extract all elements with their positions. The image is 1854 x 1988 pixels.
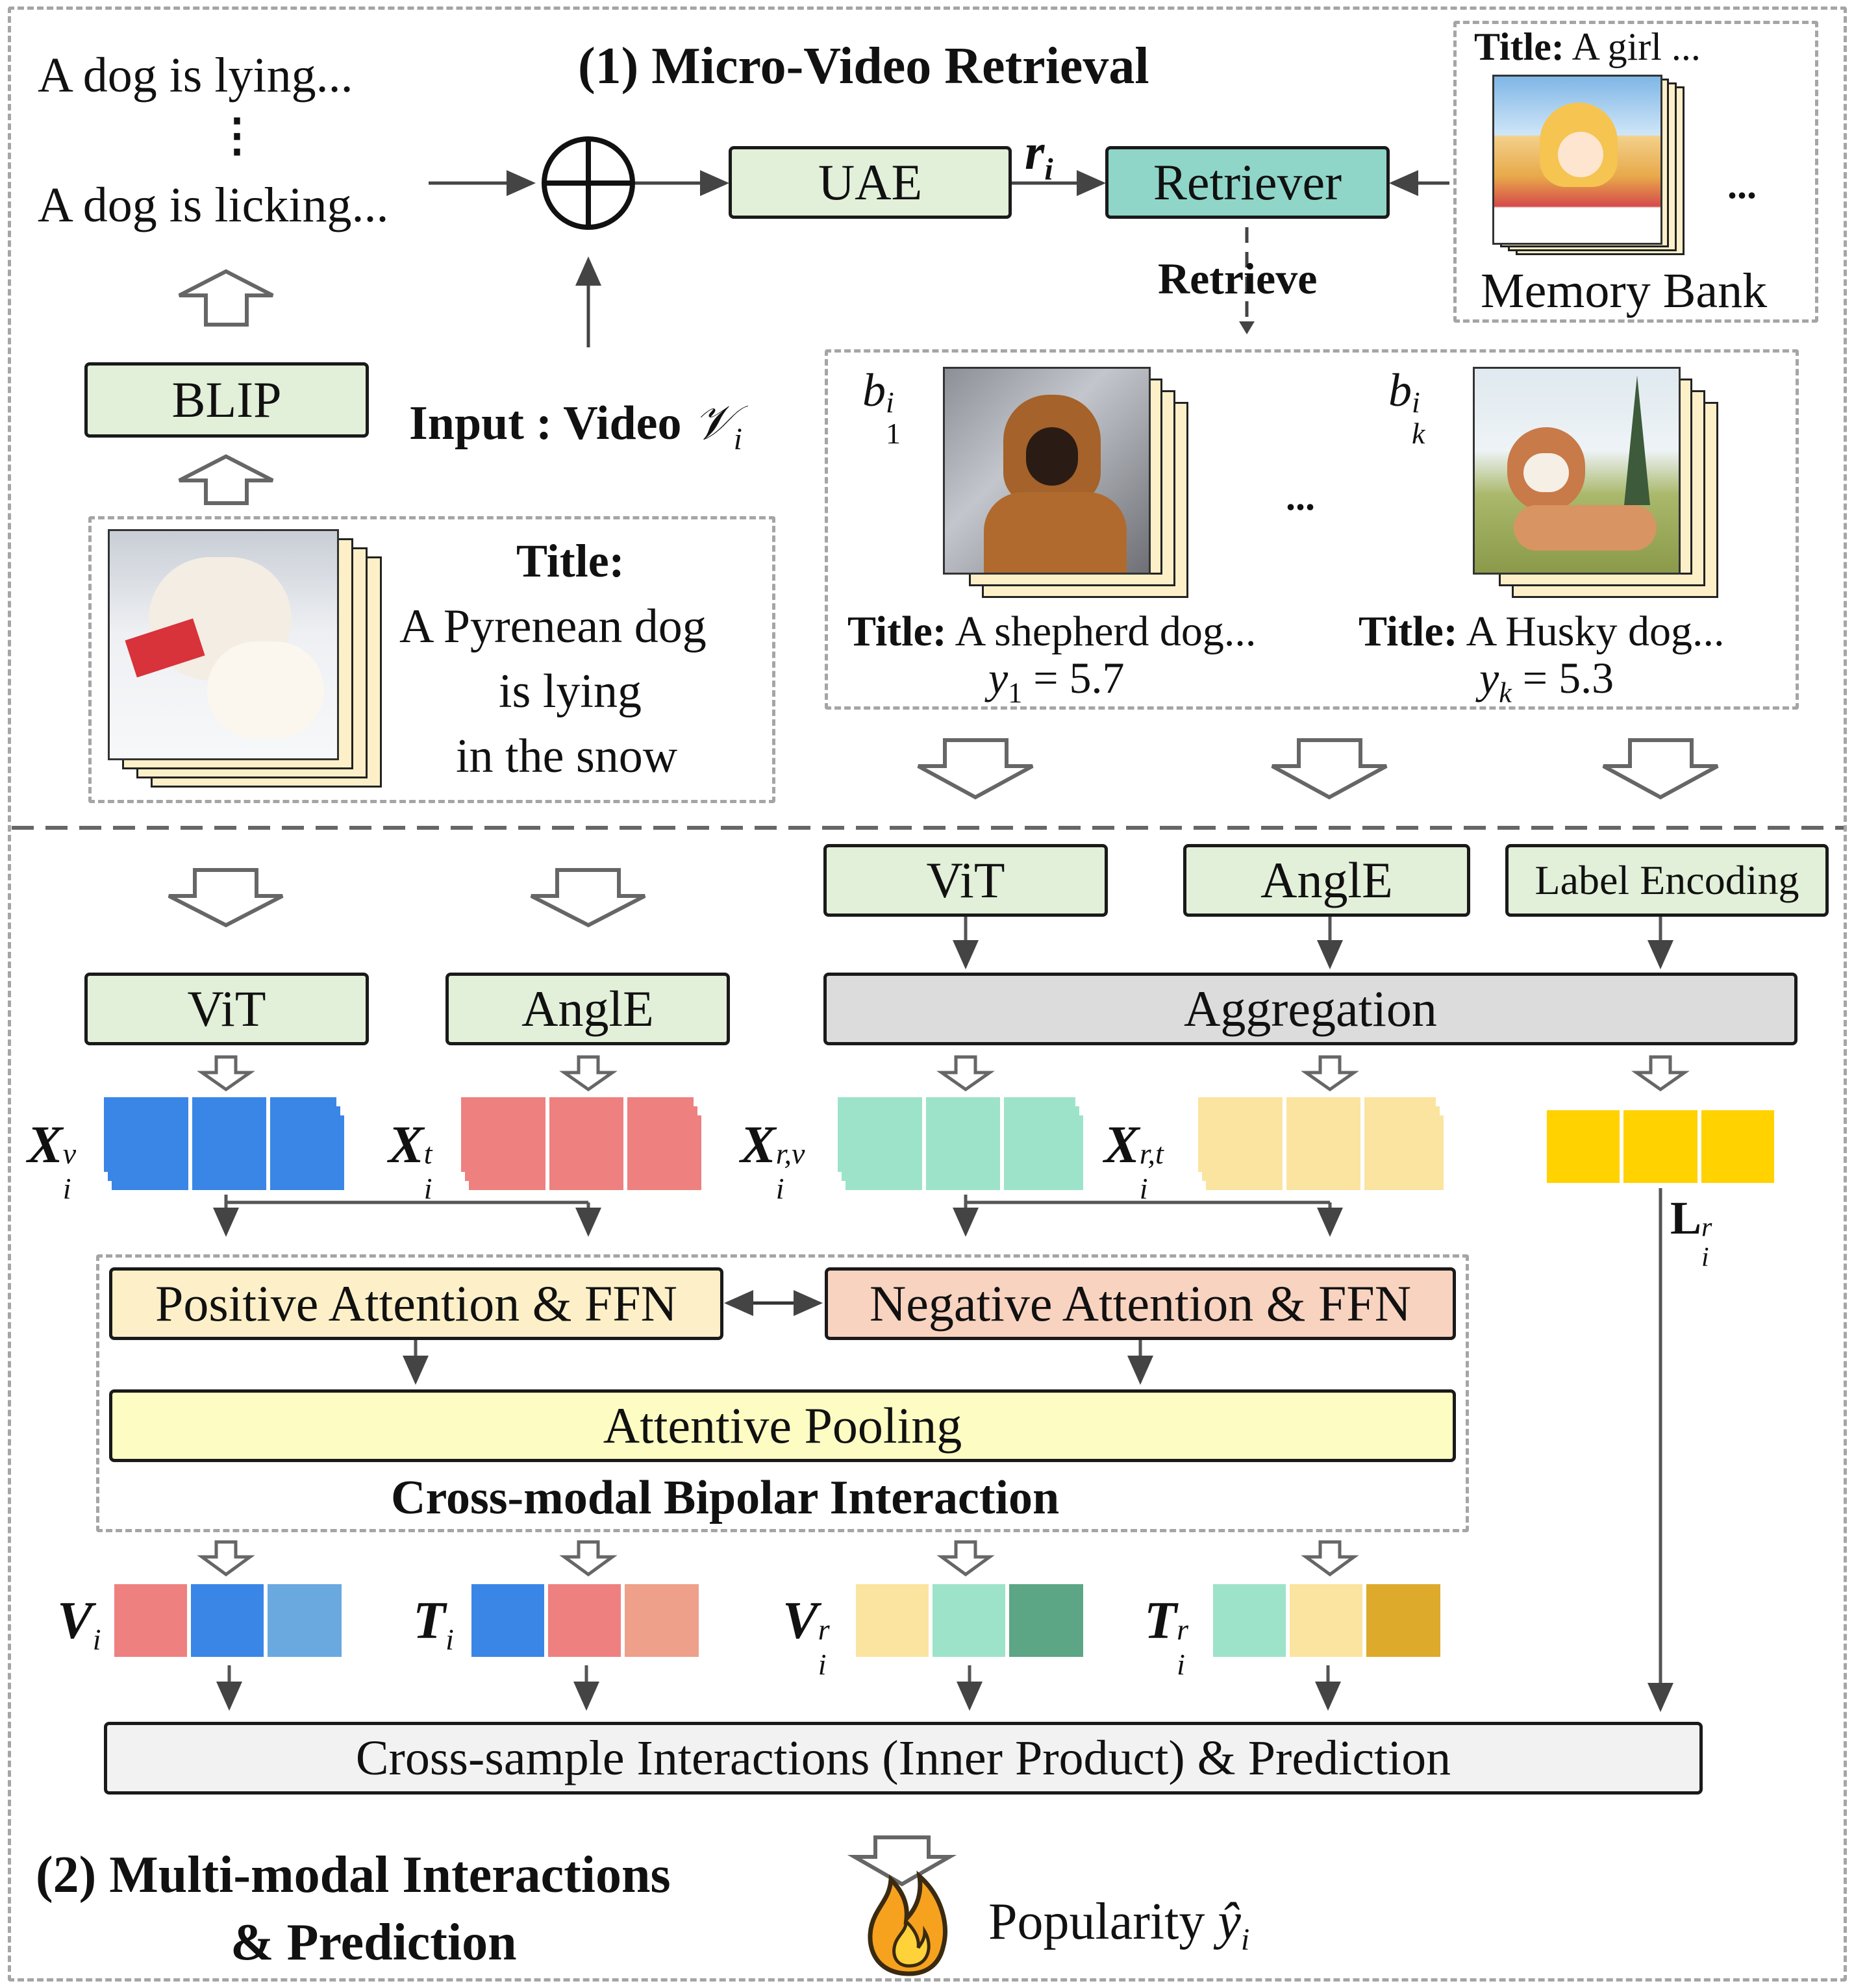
memory-bank-title: Title: A girl ... bbox=[1474, 25, 1701, 68]
retrieved-k-stack bbox=[1473, 367, 1720, 601]
angle-encoder-retrieved: AnglE bbox=[1183, 844, 1470, 917]
input-title-line-3: in the snow bbox=[456, 730, 678, 783]
input-video-image bbox=[108, 529, 339, 760]
positive-attention-ffn: Positive Attention & FFN bbox=[109, 1267, 723, 1340]
outer-frame bbox=[8, 6, 1847, 1982]
cross-sample-prediction: Cross-sample Interactions (Inner Product… bbox=[104, 1722, 1703, 1795]
memory-bank-label: Memory Bank bbox=[1481, 264, 1768, 318]
retrieved-ellipsis: ... bbox=[1286, 475, 1315, 518]
retrieved-1-stack bbox=[943, 367, 1190, 601]
input-title-line-2: is lying bbox=[499, 665, 642, 718]
feature-label-vector bbox=[1547, 1110, 1774, 1183]
caption-1: A dog is lying... bbox=[38, 48, 353, 103]
flame-icon bbox=[868, 1870, 947, 1976]
retrieved-1-title: Title: A shepherd dog... bbox=[847, 608, 1257, 655]
retrieval-section-title: (1) Micro-Video Retrieval bbox=[578, 38, 1149, 95]
input-video-region bbox=[88, 516, 775, 803]
retrieved-k-image bbox=[1473, 367, 1681, 575]
output-vector-vr bbox=[856, 1584, 1083, 1657]
retrieved-k-title: Title: A Husky dog... bbox=[1359, 608, 1725, 655]
input-video-label: Input : Video 𝒱i bbox=[409, 397, 742, 456]
retriever-module: Retriever bbox=[1105, 146, 1390, 219]
output-vector-tr bbox=[1213, 1584, 1440, 1657]
memory-bank-region bbox=[1453, 21, 1818, 323]
blip-encoder: BLIP bbox=[84, 362, 369, 438]
uae-encoder: UAE bbox=[729, 146, 1012, 219]
retrieval-vector-label: ri bbox=[1025, 123, 1053, 187]
interaction-section-title-2: & Prediction bbox=[231, 1914, 517, 1971]
vit-encoder: ViT bbox=[84, 973, 369, 1045]
input-video-stack bbox=[108, 529, 387, 789]
retrieved-k-popularity: yk = 5.3 bbox=[1479, 653, 1614, 709]
feature-stack-retrieved-text bbox=[1198, 1097, 1444, 1191]
popularity-output: Popularity ŷi bbox=[988, 1893, 1250, 1957]
retrieved-1-popularity: y1 = 5.7 bbox=[988, 653, 1125, 709]
label-encoding: Label Encoding bbox=[1505, 844, 1829, 917]
feature-stack-video bbox=[104, 1097, 344, 1191]
feature-stack-retrieved-video bbox=[838, 1097, 1083, 1191]
retrieved-videos-region bbox=[825, 349, 1799, 710]
memory-bank-ellipsis: ... bbox=[1727, 164, 1757, 206]
input-title-line-1: A Pyrenean dog bbox=[399, 600, 707, 653]
angle-encoder: AnglE bbox=[445, 973, 730, 1045]
caption-2: A dog is licking... bbox=[38, 178, 389, 232]
retrieve-label: Retrieve bbox=[1158, 254, 1318, 303]
memory-bank-stack bbox=[1492, 75, 1687, 256]
bipolar-interaction-region bbox=[96, 1254, 1469, 1532]
output-vector-t bbox=[471, 1584, 699, 1657]
memory-bank-image bbox=[1492, 75, 1662, 245]
retrieved-1-image bbox=[943, 367, 1151, 575]
input-title-label: Title: bbox=[516, 535, 625, 587]
output-label-t: Ti bbox=[413, 1591, 454, 1656]
aggregation-module: Aggregation bbox=[823, 973, 1798, 1045]
output-vector-v bbox=[114, 1584, 342, 1657]
negative-attention-ffn: Negative Attention & FFN bbox=[825, 1267, 1456, 1340]
interaction-section-title-1: (2) Multi-modal Interactions bbox=[36, 1846, 671, 1904]
output-label-v: Vi bbox=[57, 1591, 101, 1656]
attentive-pooling: Attentive Pooling bbox=[109, 1389, 1456, 1462]
feature-stack-text bbox=[461, 1097, 701, 1191]
caption-ellipsis: ⋮ bbox=[214, 111, 260, 161]
bipolar-interaction-title: Cross-modal Bipolar Interaction bbox=[391, 1471, 1060, 1524]
vit-encoder-retrieved: ViT bbox=[823, 844, 1108, 917]
